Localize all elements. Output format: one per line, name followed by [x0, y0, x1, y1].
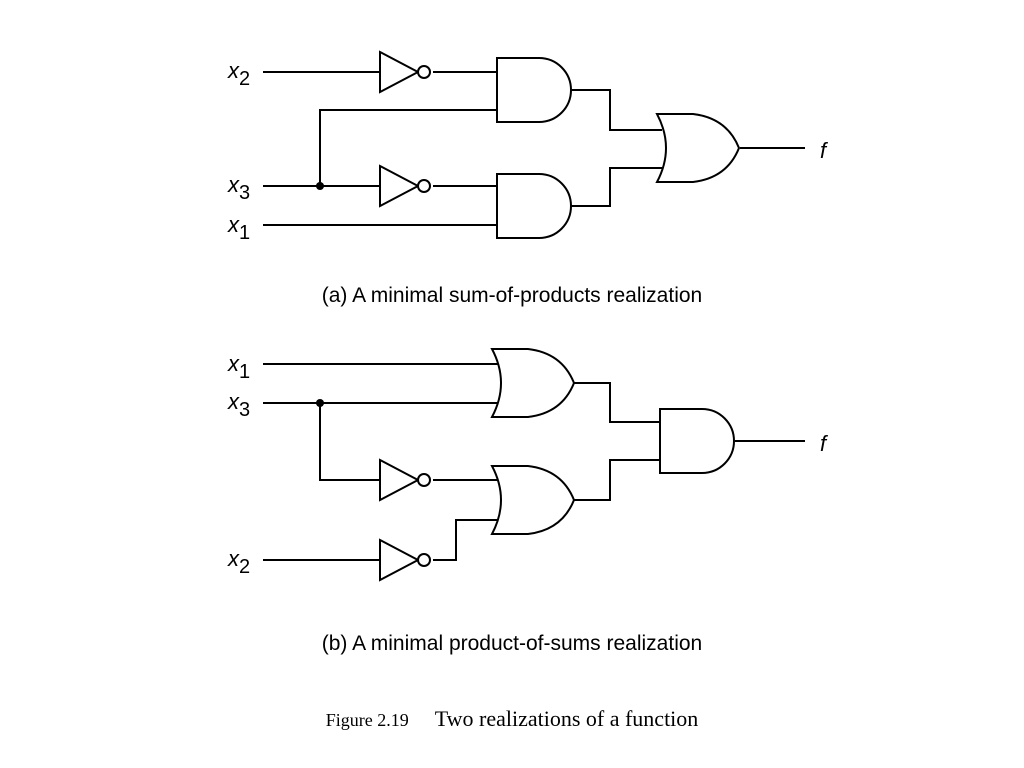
label-b-x3: x3 — [227, 389, 250, 421]
figure-caption: Figure 2.19 Two realizations of a functio… — [0, 706, 1024, 732]
wires-b — [263, 363, 805, 561]
junction-dot-a — [316, 182, 324, 190]
and-gate-b-output — [659, 408, 735, 474]
figure-number: Figure 2.19 — [325, 710, 409, 730]
label-a-x1: x1 — [227, 212, 250, 244]
not-gate-a2 — [379, 165, 431, 207]
and-gate-a1 — [496, 57, 572, 123]
label-a-x3: x3 — [227, 172, 250, 204]
circuit-b: x1 x3 x2 f — [227, 348, 829, 581]
not-gate-a1 — [379, 51, 431, 93]
or-gate-b2 — [491, 465, 575, 535]
junction-dot-b — [316, 399, 324, 407]
label-b-x2: x2 — [227, 546, 250, 578]
not-gate-b1 — [379, 459, 431, 501]
caption-a: (a) A minimal sum-of-products realizatio… — [321, 284, 703, 307]
figure-title: Two realizations of a function — [434, 706, 699, 731]
and-gate-a2 — [496, 173, 572, 239]
or-gate-a-output — [656, 113, 740, 183]
label-b-x1: x1 — [227, 351, 250, 383]
label-b-f: f — [820, 431, 829, 456]
not-gate-b2 — [379, 539, 431, 581]
label-a-f: f — [820, 138, 829, 163]
circuit-a: x2 x3 x1 f — [227, 51, 829, 244]
caption-b: (b) A minimal product-of-sums realizatio… — [321, 632, 703, 655]
or-gate-b1 — [491, 348, 575, 418]
label-a-x2: x2 — [227, 58, 250, 90]
